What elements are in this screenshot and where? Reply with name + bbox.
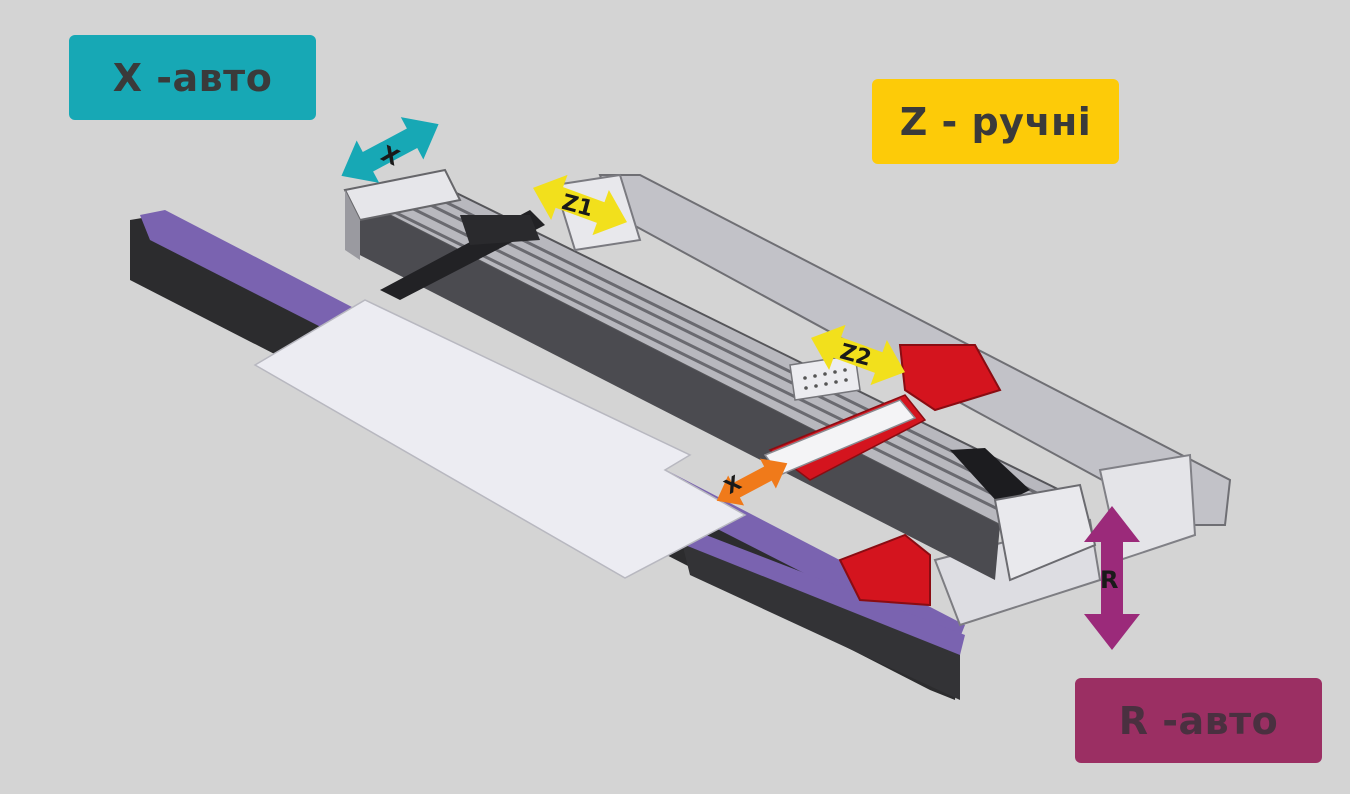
top-left-carriage-side <box>345 190 360 260</box>
r-arrow <box>1084 506 1140 650</box>
vent-holes <box>803 368 848 390</box>
front-right-box <box>993 483 1097 582</box>
main-beam-side <box>350 195 1000 580</box>
x-lower-arrow <box>716 458 788 506</box>
sheet <box>253 299 747 579</box>
z1-arrow <box>533 174 627 236</box>
left-rail-bottom-dark <box>680 535 960 700</box>
z2-arrow <box>811 324 905 386</box>
left-rail-bottom-purple <box>680 525 965 655</box>
x-top-arrow <box>341 117 439 183</box>
red-carriage <box>898 344 1002 412</box>
lower-red-carriage <box>838 533 931 607</box>
motor <box>950 448 1030 505</box>
r-auto-badge: R -авто <box>1075 678 1322 763</box>
r-axis-label: R <box>1100 566 1118 594</box>
x-auto-badge: X -авто <box>69 35 316 120</box>
z-manual-badge: Z - ручні <box>872 79 1119 164</box>
black-slider-2 <box>460 215 540 245</box>
